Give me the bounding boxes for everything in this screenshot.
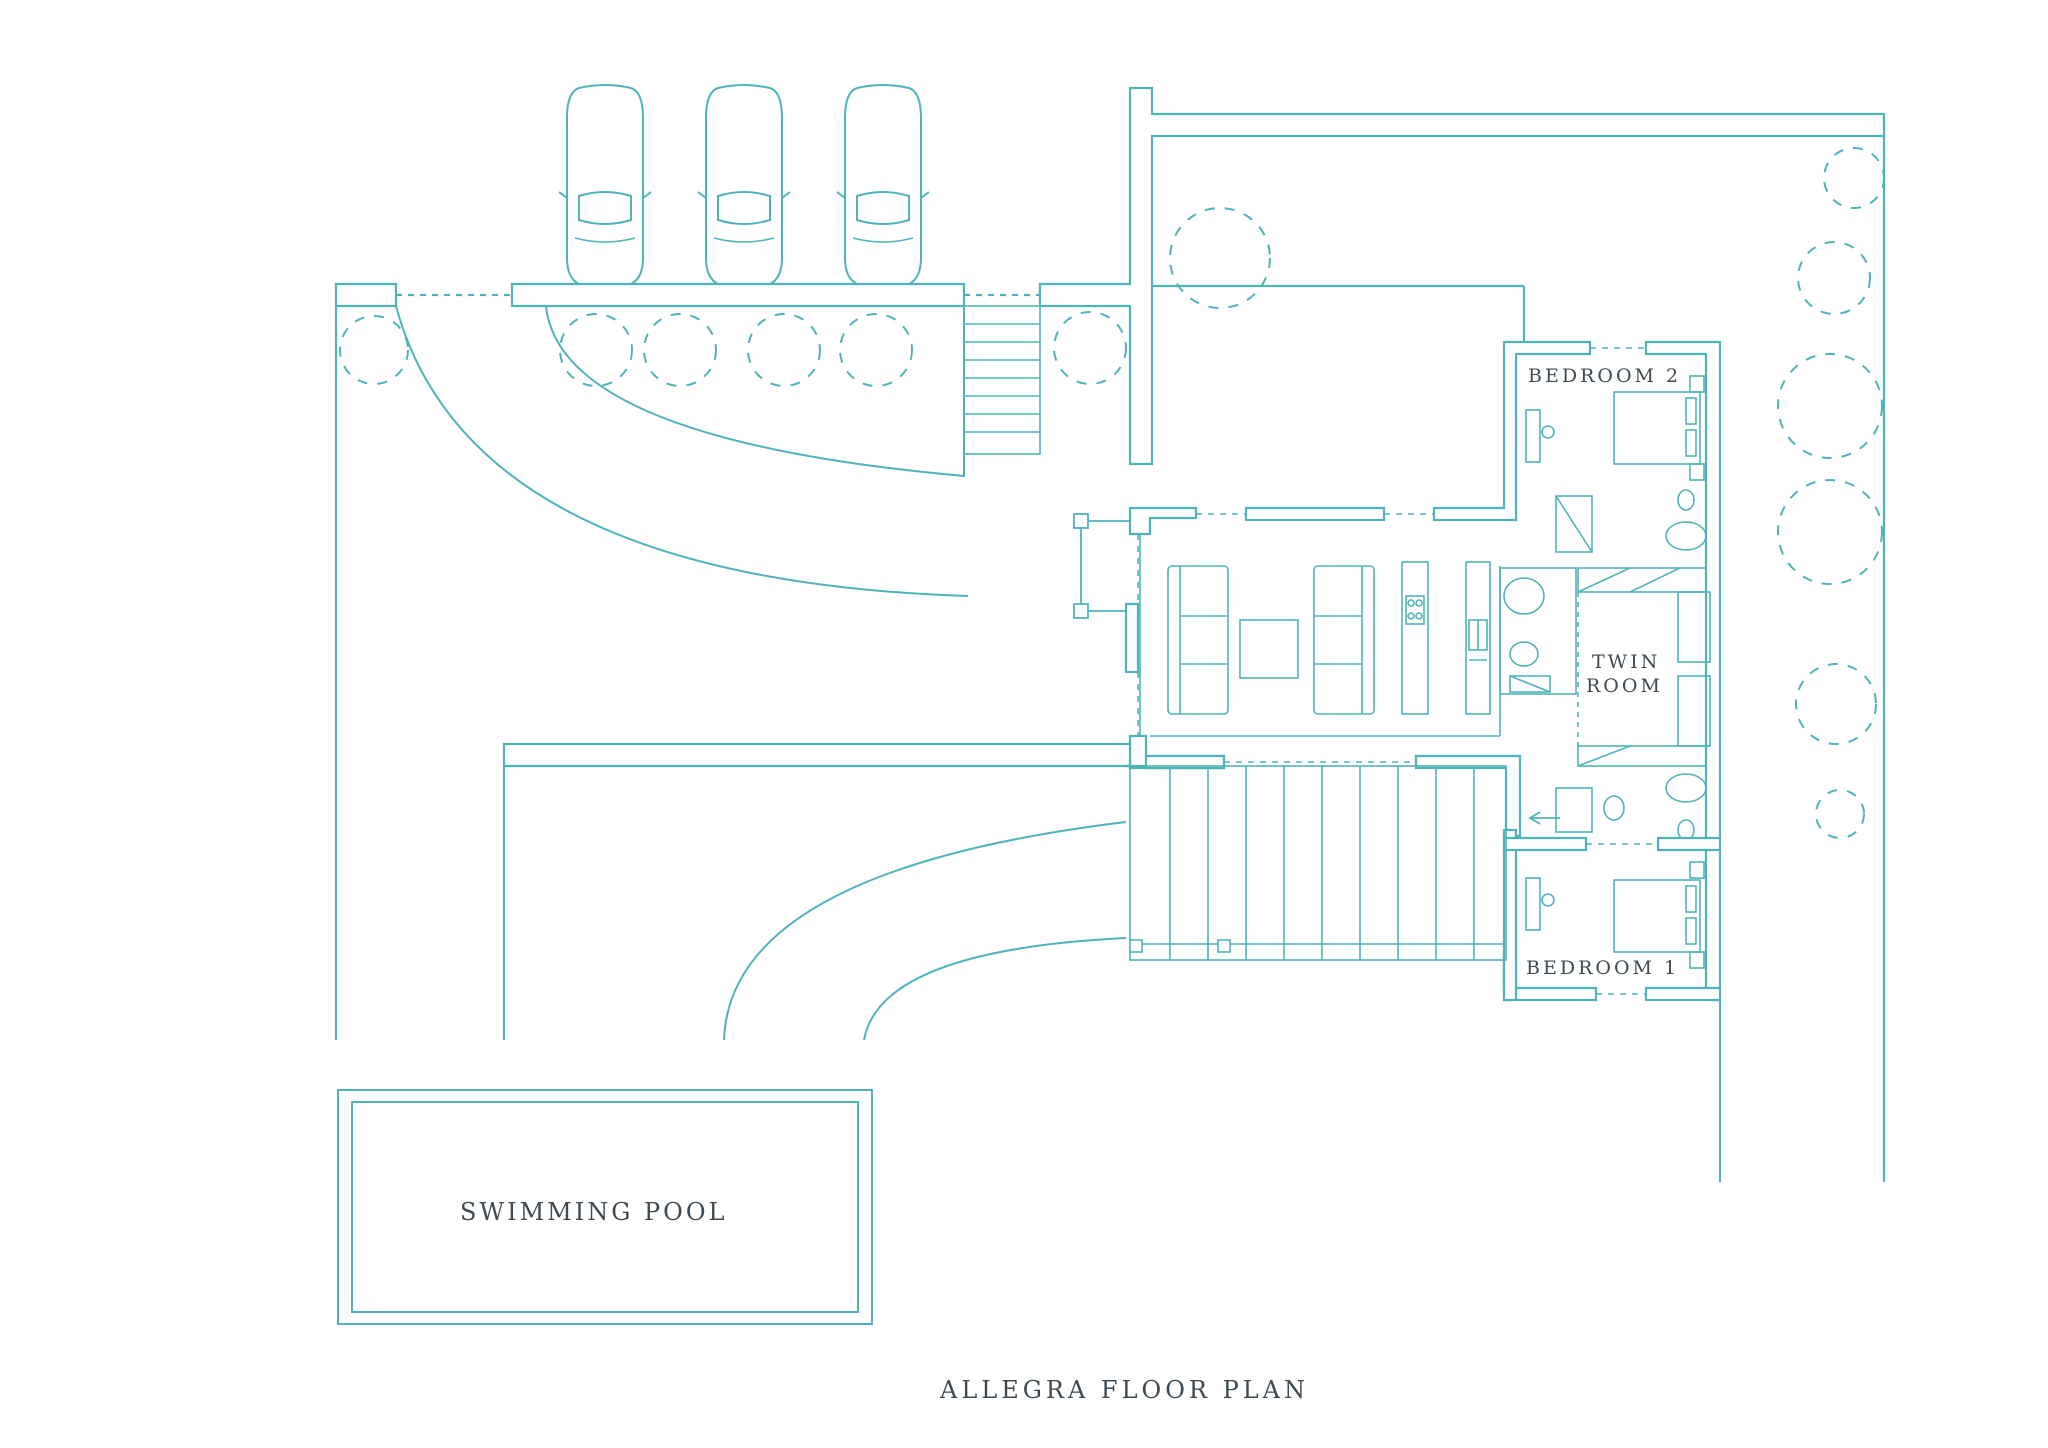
parked-cars — [557, 83, 931, 289]
sofa-icon — [1313, 565, 1375, 715]
south-terrace — [502, 742, 1226, 1040]
bed-icon — [1613, 879, 1701, 953]
plan-title: ALLEGRA FLOOR PLAN — [939, 1376, 1309, 1404]
driveway-curves — [395, 305, 1127, 1041]
tree-icon — [339, 315, 409, 385]
tree-icon — [1169, 207, 1271, 309]
sofa-icon — [1167, 565, 1229, 715]
living-area-walls — [1124, 340, 1722, 1002]
tree-icon — [1823, 147, 1885, 209]
tree-icon — [643, 313, 717, 387]
trees — [339, 147, 1885, 839]
bedroom-2-furniture — [1525, 375, 1705, 481]
arrow-left-icon — [1528, 811, 1560, 825]
swimming-pool — [337, 1089, 873, 1325]
twin-room-label-line1: TWIN — [1592, 651, 1660, 673]
bedroom-2-label: BEDROOM 2 — [1528, 365, 1681, 387]
tree-icon — [839, 313, 913, 387]
boundary-walls — [334, 86, 1886, 1182]
tree-icon — [559, 313, 633, 387]
deck-boards — [1129, 765, 1507, 961]
porch — [1073, 513, 1130, 619]
living-furniture — [1167, 561, 1491, 715]
car-icon — [696, 83, 792, 289]
twin-room-block — [1499, 489, 1711, 841]
bedroom-1-label: BEDROOM 1 — [1526, 957, 1679, 979]
stove-icon — [1405, 595, 1425, 625]
toilet-icon — [1677, 489, 1695, 511]
toilet-icon — [1603, 795, 1625, 821]
bathtub-icon — [1665, 773, 1707, 803]
twin-room-label-line2: ROOM — [1586, 675, 1663, 697]
tree-icon — [1797, 241, 1871, 315]
bathtub-icon — [1503, 577, 1545, 615]
north-steps — [963, 305, 1041, 455]
tree-icon — [1777, 353, 1883, 459]
bedroom-1-furniture — [1525, 861, 1705, 969]
bathtub-icon — [1665, 521, 1707, 551]
bed-icon — [1613, 391, 1701, 465]
car-icon — [557, 83, 653, 289]
toilet-icon — [1509, 641, 1539, 667]
tree-icon — [1815, 789, 1865, 839]
tree-icon — [1053, 311, 1127, 385]
swimming-pool-label: SWIMMING POOL — [460, 1198, 727, 1226]
tree-icon — [1777, 479, 1883, 585]
car-icon — [835, 83, 931, 289]
tree-icon — [747, 313, 821, 387]
tree-icon — [1795, 663, 1877, 745]
